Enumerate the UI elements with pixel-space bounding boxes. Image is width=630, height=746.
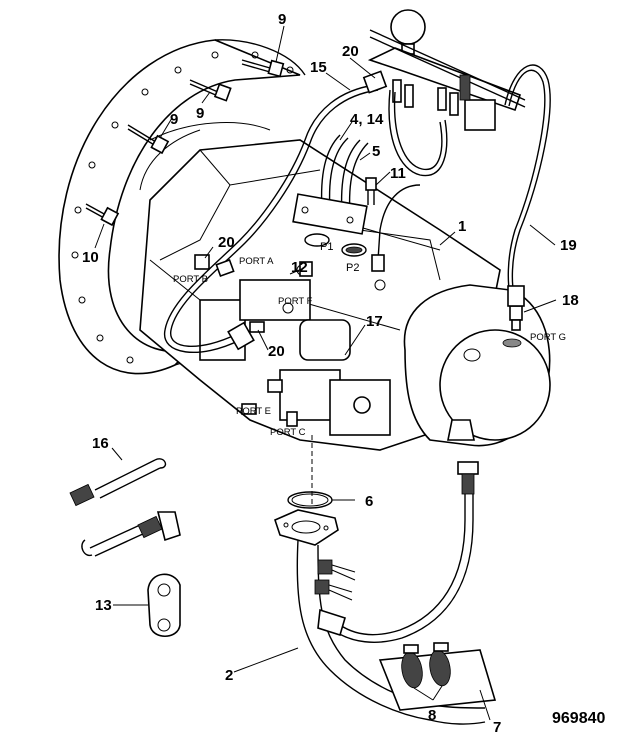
- sensor-line: [371, 184, 421, 272]
- callout-20-top: 20: [342, 43, 359, 60]
- port-e-label: PORT E: [236, 406, 271, 417]
- callout-16: 16: [92, 435, 109, 452]
- callout-9-middle: 9: [196, 105, 204, 122]
- o-rings-p1-p2: [304, 233, 367, 257]
- hose-7: [317, 461, 479, 643]
- port-c-label: PORT C: [270, 427, 306, 438]
- callout-5: 5: [372, 143, 380, 160]
- port-p2-label: P2: [346, 262, 359, 274]
- callout-20-low: 20: [268, 343, 285, 360]
- split-flange-13: [147, 573, 181, 638]
- port-e-c-fittings: [241, 379, 298, 427]
- bell-housing-flange: [58, 39, 306, 375]
- figure-number: 969840: [552, 710, 605, 727]
- callout-2: 2: [225, 667, 233, 684]
- callout-9-left: 9: [170, 111, 178, 128]
- callout-19: 19: [560, 237, 577, 254]
- callout-10: 10: [82, 249, 99, 266]
- callout-15: 15: [310, 59, 327, 76]
- callout-17: 17: [366, 313, 383, 330]
- callout-13: 13: [95, 597, 112, 614]
- bolt-10: [85, 203, 120, 227]
- o-ring-6: [287, 491, 333, 509]
- bolt-11: [365, 177, 377, 205]
- port-g-label: PORT G: [530, 332, 566, 343]
- hoses-4-14-5: [292, 134, 369, 235]
- hose-15: [164, 70, 388, 353]
- callout-labels: 9 9 9 10 15 20 4, 14 5 11 1 19 18 20 12 …: [82, 11, 579, 736]
- bolt-9-top: [241, 59, 285, 78]
- suction-sensors: [314, 559, 356, 601]
- callout-18: 18: [562, 292, 579, 309]
- pump-end-cover: [403, 284, 551, 447]
- port-p1-label: P1: [320, 241, 333, 253]
- port-a-b-fittings: [194, 254, 313, 333]
- hose-19: [504, 64, 551, 307]
- port-b-label: PORT B: [173, 274, 208, 285]
- callout-4-14: 4, 14: [350, 111, 384, 128]
- callout-1: 1: [458, 218, 466, 235]
- port-labels: PORT A PORT B PORT F PORT G PORT E PORT …: [173, 241, 566, 438]
- callout-8: 8: [428, 707, 436, 724]
- callout-12: 12: [291, 259, 308, 276]
- port-a-label: PORT A: [239, 256, 274, 267]
- port-f-label: PORT F: [278, 296, 313, 307]
- hose-assembly-16: [69, 458, 181, 557]
- leader-lines: [94, 25, 557, 721]
- callout-6: 6: [365, 493, 373, 510]
- bolt-9-left: [127, 124, 170, 155]
- bolt-9-middle: [189, 79, 232, 102]
- callout-11: 11: [390, 165, 406, 182]
- callout-20-mid: 20: [218, 234, 235, 251]
- callout-7: 7: [493, 719, 501, 736]
- callout-9-top: 9: [278, 11, 286, 28]
- hose-clamps-8: [378, 642, 497, 711]
- accumulator-valve-block: [367, 9, 526, 177]
